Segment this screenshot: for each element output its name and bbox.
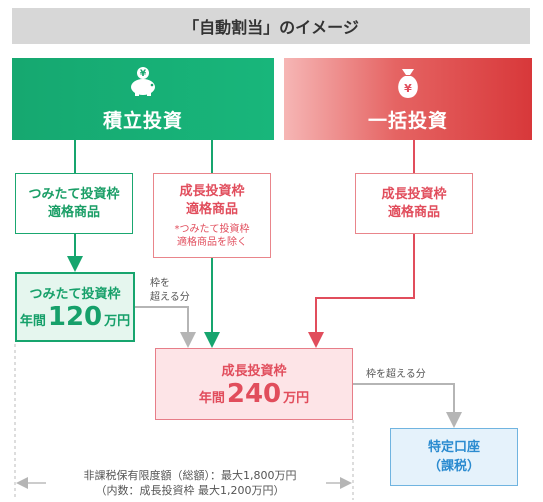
growth-frame-unit: 万円 (283, 390, 310, 406)
growth-products-line1: 成長投資枠 (179, 183, 245, 199)
tsumitate-frame-box: つみたて投資枠 年間 120 万円 (15, 272, 135, 342)
lump-products-line2: 適格商品 (387, 204, 440, 220)
growth-note-line1: *つみたて投資枠 (174, 223, 250, 235)
growth-note-line2: 適格商品を除く (177, 236, 247, 248)
growth-products-line2: 適格商品 (185, 201, 238, 217)
money-bag-yen-icon: ¥ (393, 66, 423, 104)
tsumitate-products-box: つみたて投資枠 適格商品 (15, 173, 133, 234)
tsumitate-frame-amount-row: 年間 120 万円 (20, 302, 130, 332)
svg-text:¥: ¥ (404, 82, 412, 95)
tsumitate-frame-amount: 120 (47, 301, 103, 332)
lump-products-line1: 成長投資枠 (381, 186, 447, 202)
growth-frame-box: 成長投資枠 年間 240 万円 (155, 348, 353, 420)
exceed-label-1-line1: 枠を (150, 278, 170, 289)
tsumitate-frame-prefix: 年間 (19, 313, 46, 329)
exceed-label-2: 枠を超える分 (366, 369, 426, 380)
exceed-label-1-line2: 超える分 (150, 292, 190, 303)
exceed-label-1: 枠を 超える分 (150, 277, 200, 305)
growth-frame-label: 成長投資枠 (221, 363, 287, 379)
growth-frame-amount: 240 (226, 378, 282, 409)
header-lump-sum-label: 一括投資 (367, 110, 448, 132)
header-tsumitate-label: 積立投資 (102, 110, 183, 132)
tokutei-account-box: 特定口座 （課税） (390, 428, 518, 486)
growth-frame-amount-row: 年間 240 万円 (199, 379, 309, 409)
arrow-red-2 (308, 234, 415, 348)
growth-frame-prefix: 年間 (198, 390, 225, 406)
svg-text:¥: ¥ (140, 69, 147, 79)
tsumitate-frame-unit: 万円 (104, 313, 131, 329)
header-tsumitate: ¥ 積立投資 (12, 58, 274, 140)
tokutei-line1: 特定口座 (427, 440, 480, 455)
header-lump-sum: ¥ 一括投資 (284, 58, 532, 140)
tsumitate-products-line2: 適格商品 (47, 204, 100, 220)
page-title: 「自動割当」のイメージ (12, 8, 530, 44)
tsumitate-frame-label: つみたて投資枠 (29, 286, 121, 302)
arrow-gray-2 (353, 383, 462, 428)
limit-line1: 非課税保有限度額（総額）：最大1,800万円 (83, 469, 297, 482)
piggy-bank-yen-icon: ¥ (126, 66, 160, 104)
limit-line2: （内数：成長投資枠 最大1,200万円） (95, 484, 285, 497)
lump-growth-products-box: 成長投資枠 適格商品 (355, 173, 473, 234)
growth-products-box: 成長投資枠 適格商品 *つみたて投資枠 適格商品を除く (153, 173, 271, 258)
growth-products-note: *つみたて投資枠 適格商品を除く (175, 223, 250, 249)
tsumitate-products-line1: つみたて投資枠 (28, 186, 120, 202)
arrow-gray-1 (135, 306, 196, 348)
tokutei-line2: （課税） (427, 459, 480, 474)
tax-free-limit-text: 非課税保有限度額（総額）：最大1,800万円 （内数：成長投資枠 最大1,200… (60, 468, 320, 498)
